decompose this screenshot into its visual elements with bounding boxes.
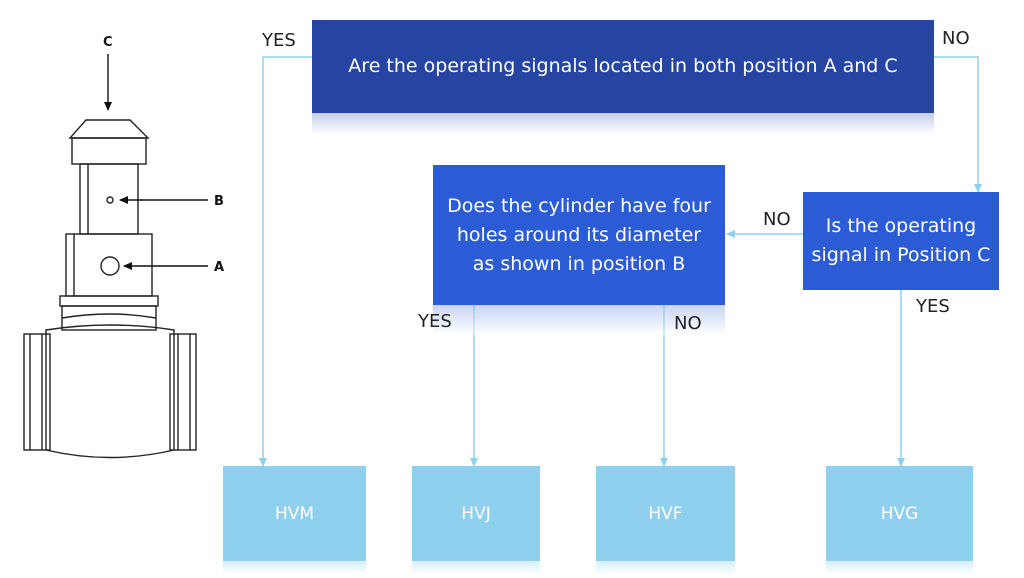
- result-hvm-label: HVM: [274, 503, 315, 524]
- result-hvg-label: HVG: [880, 503, 919, 524]
- question-2-text: Is the operating signal in Position C: [811, 215, 991, 266]
- result-hvj: HVJ: [412, 466, 540, 561]
- question-3-text: Does the cylinder have four holes around…: [447, 194, 711, 275]
- valve-label-a: A: [214, 260, 224, 275]
- connector-q1-no: [934, 56, 982, 193]
- result-hvj-label: HVJ: [461, 503, 491, 524]
- question-2-box: Is the operating signal in Position C: [803, 192, 999, 290]
- label-q3-no: NO: [674, 313, 702, 334]
- result-hvm: HVM: [223, 466, 366, 561]
- question-1-text: Are the operating signals located in bot…: [348, 55, 898, 77]
- connector-q1-yes: [259, 56, 312, 467]
- label-q3-yes: YES: [418, 311, 452, 332]
- valve-label-b: B: [214, 194, 224, 209]
- question-1-box: Are the operating signals located in bot…: [312, 20, 934, 113]
- question-3-box: Does the cylinder have four holes around…: [433, 165, 725, 305]
- label-q1-no: NO: [942, 28, 970, 49]
- valve-label-c: C: [103, 35, 113, 50]
- result-hvf: HVF: [596, 466, 735, 561]
- result-hvf-label: HVF: [648, 503, 683, 524]
- result-hvg: HVG: [826, 466, 973, 561]
- label-q1-yes: YES: [262, 30, 296, 51]
- label-q2-no: NO: [763, 209, 791, 230]
- valve-illustration: C B A: [23, 35, 224, 459]
- label-q2-yes: YES: [916, 296, 950, 317]
